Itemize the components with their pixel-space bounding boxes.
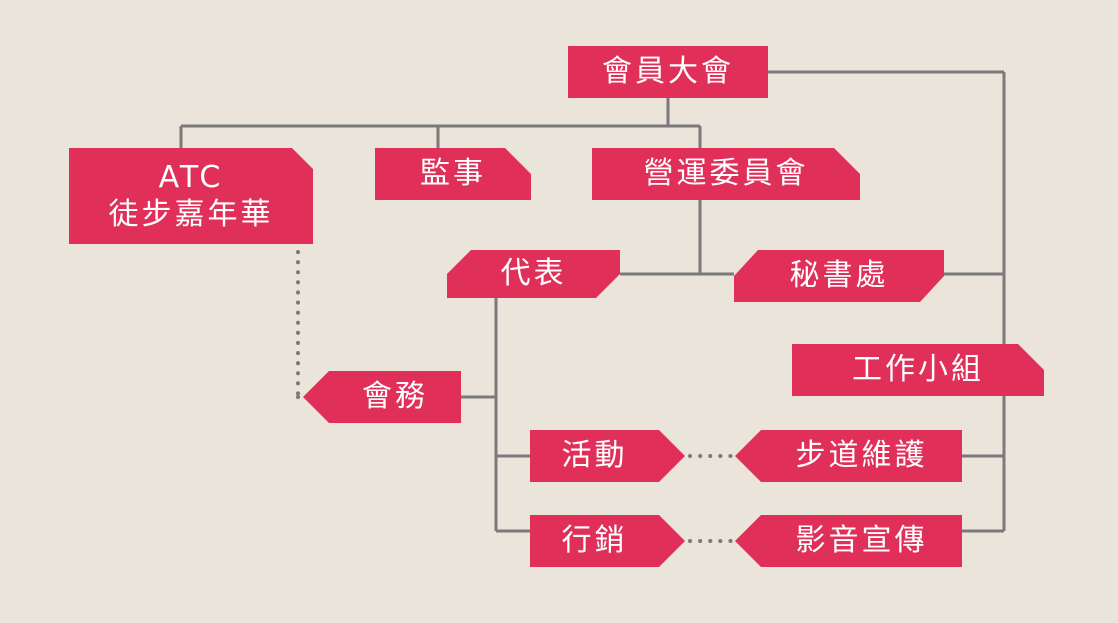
representative-box: 代表 [447,250,620,298]
activities-label: 活動 [561,438,628,474]
activities-box: 活動 [530,430,685,482]
representative-label: 代表 [500,256,567,292]
marketing-label: 行銷 [561,523,628,559]
atc-festival-box: ATC 徒步嘉年華 [69,148,313,244]
membership-label: 會務 [362,379,428,415]
working-group-box: 工作小組 [792,344,1044,396]
atc-festival-label-line1: ATC [158,159,224,195]
media-promotion-label: 影音宣傳 [795,523,928,559]
media-promotion-box: 影音宣傳 [735,515,962,567]
working-group-label: 工作小組 [852,352,984,388]
marketing-box: 行銷 [530,515,685,567]
secretariat-box: 秘書處 [734,250,944,302]
membership-box: 會務 [303,371,461,423]
general-assembly-label: 會員大會 [602,54,734,90]
general-assembly-box: 會員大會 [568,46,768,98]
trail-maintenance-box: 步道維護 [735,430,962,482]
operations-committee-label: 營運委員會 [643,156,809,192]
supervisor-box: 監事 [375,148,531,200]
trail-maintenance-label: 步道維護 [795,438,928,474]
secretariat-label: 秘書處 [789,258,889,294]
supervisor-label: 監事 [420,156,486,192]
atc-festival-label-line2: 徒步嘉年華 [108,197,274,232]
operations-committee-box: 營運委員會 [592,148,860,200]
